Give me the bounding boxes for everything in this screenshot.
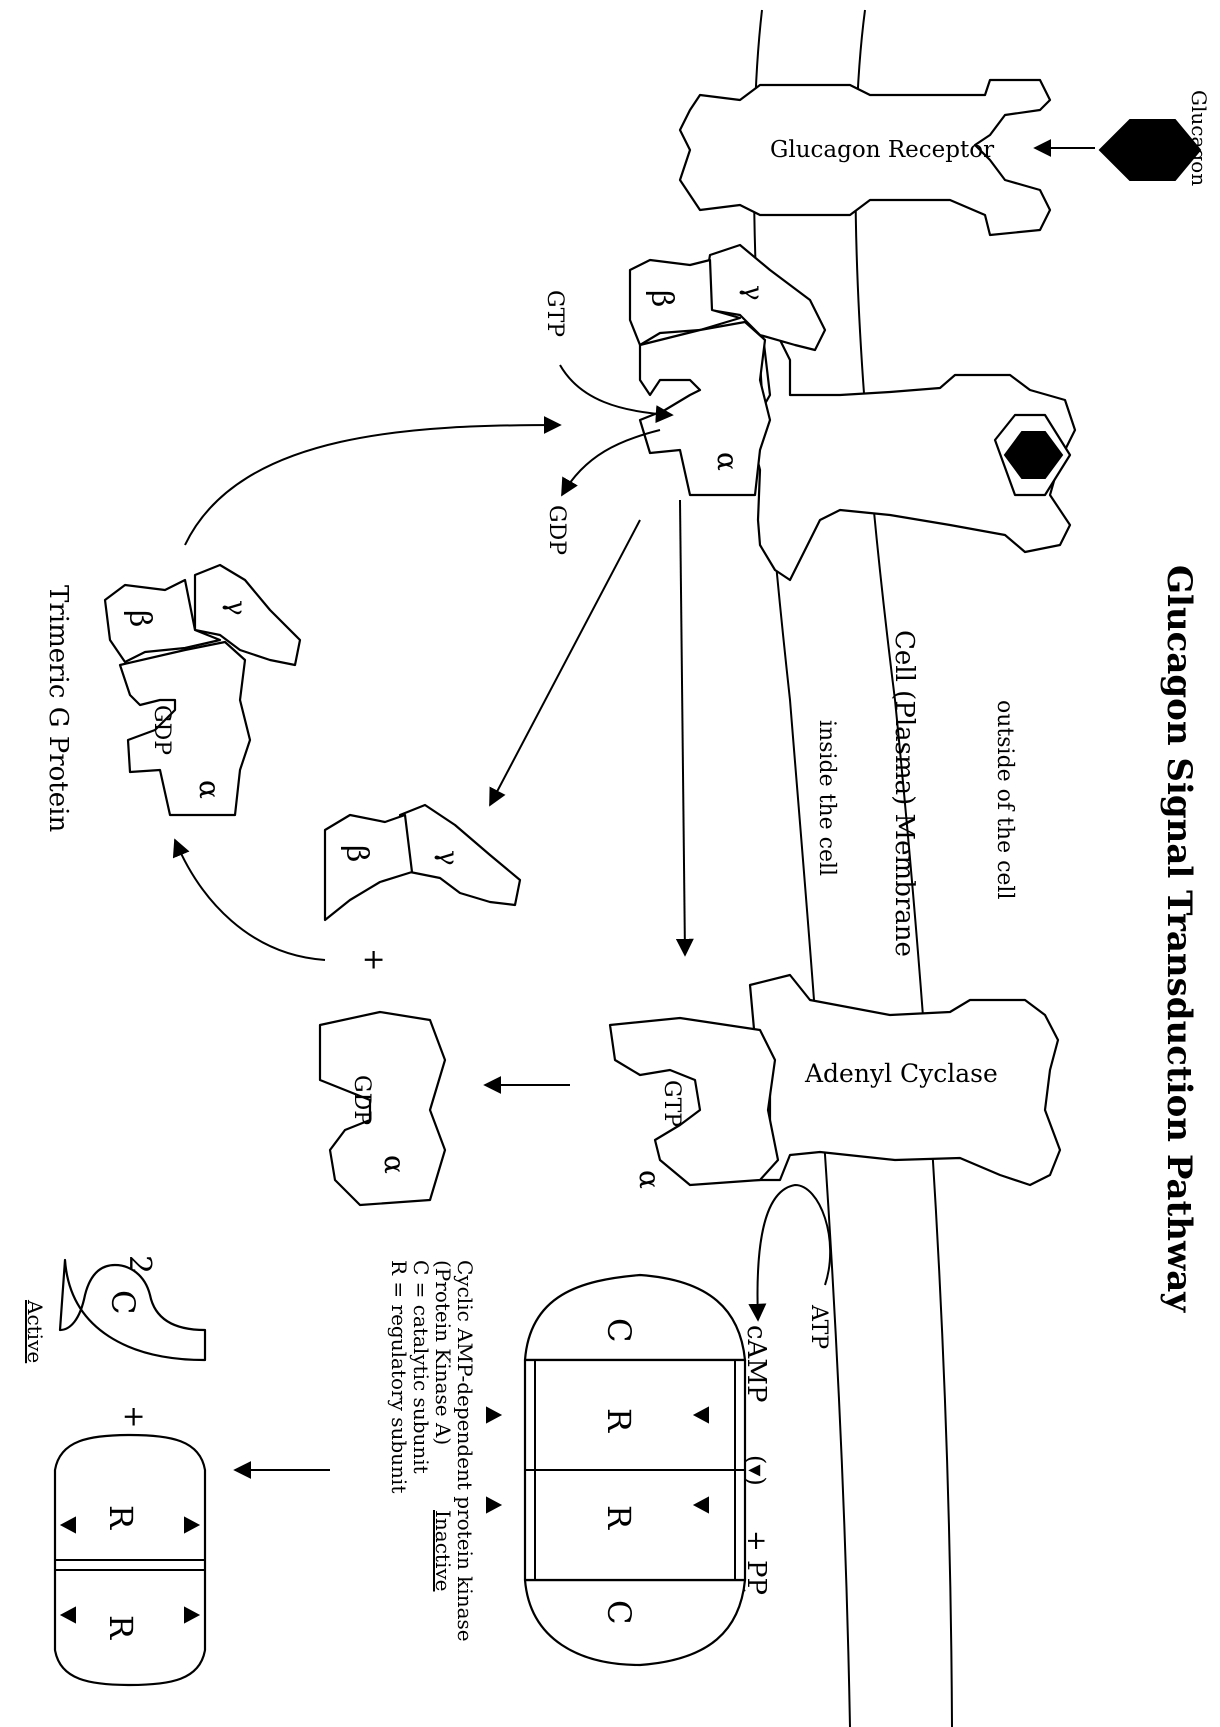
atp-conversion-arrow xyxy=(757,1185,830,1320)
trimeric-alpha-subunit xyxy=(120,642,250,815)
inside-cell-label: inside the cell xyxy=(814,720,839,876)
active-c-label: C xyxy=(104,1290,142,1314)
alpha-subunit xyxy=(640,322,770,495)
glucagon-receptor-top: Glucagon Receptor xyxy=(680,80,1050,235)
plus-sign-dimer: + xyxy=(358,948,391,971)
active-r-dimer: R R xyxy=(55,1435,205,1685)
active-r-upper-label: R xyxy=(102,1505,140,1530)
membrane-label: Cell (Plasma) Membrane xyxy=(889,630,919,957)
glucagon-receptor-label: Glucagon Receptor xyxy=(770,137,994,163)
gdp-label: GDP xyxy=(544,505,569,555)
trimeric-g-protein-label: Trimeric G Protein xyxy=(43,585,73,832)
inactive-pka-complex: C R R C xyxy=(487,1275,745,1665)
beta-label: β xyxy=(644,290,679,307)
recycle-arrow-top xyxy=(185,425,560,545)
active-label: Active xyxy=(23,1299,47,1363)
pka-description-line2: (Protein Kinase A) xyxy=(431,1260,455,1445)
pka-c-top-label: C xyxy=(600,1318,638,1342)
pka-r-lower-label: R xyxy=(600,1505,638,1530)
alpha-gtp-arrow xyxy=(680,500,685,955)
alpha-gdp-alpha-label: α xyxy=(378,1155,411,1174)
trimeric-g-protein: γ β GDP α xyxy=(105,565,300,815)
alpha-gtp-alpha-label: α xyxy=(633,1170,666,1189)
glucagon-label: Glucagon xyxy=(1187,90,1211,186)
beta-gamma-release-arrow xyxy=(490,520,640,805)
regulatory-subunit-def: R = regulatory subunit xyxy=(387,1260,411,1493)
beta-gamma-dimer: γ β xyxy=(325,805,520,920)
plus-sign-active: + xyxy=(118,1405,151,1428)
alpha-gdp-gdp-label: GDP xyxy=(349,1075,374,1125)
plasma-membrane xyxy=(754,10,952,1727)
camp-site-icon xyxy=(487,1408,500,1422)
adenyl-cyclase-label: Adenyl Cyclase xyxy=(804,1059,998,1088)
alpha-label: α xyxy=(711,452,744,471)
pka-r-upper-label: R xyxy=(600,1408,638,1433)
alpha-gtp-gtp-label: GTP xyxy=(659,1080,684,1127)
alpha-gdp: GDP α xyxy=(320,1012,445,1205)
bound-glucagon-receptor xyxy=(750,310,1075,580)
outside-cell-label: outside of the cell xyxy=(992,700,1017,900)
gamma-label: γ xyxy=(738,285,768,301)
gtp-label: GTP xyxy=(542,290,567,337)
adenyl-cyclase: Adenyl Cyclase xyxy=(740,975,1060,1185)
trimeric-gdp-label: GDP xyxy=(149,705,174,755)
dimer-gamma-label: γ xyxy=(433,850,463,866)
camp-site-icon xyxy=(487,1498,500,1512)
inactive-label: Inactive xyxy=(431,1510,455,1591)
catalytic-subunit-def: C = catalytic subunit xyxy=(409,1260,433,1474)
glucagon-hexagon-icon xyxy=(1100,120,1200,180)
dimer-beta-label: β xyxy=(339,845,374,862)
camp-symbol: (▾) xyxy=(742,1455,770,1486)
pka-description-line1: Cyclic AMP-dependent protein kinase xyxy=(453,1260,477,1642)
recycle-arrow-bottom xyxy=(175,840,325,960)
trimeric-gamma-label: γ xyxy=(221,600,251,616)
active-r-lower-label: R xyxy=(102,1615,140,1640)
atp-label: ATP xyxy=(806,1304,831,1349)
trimeric-beta-label: β xyxy=(122,610,157,627)
trimeric-alpha-label: α xyxy=(193,780,226,799)
pka-c-bottom-label: C xyxy=(600,1600,638,1624)
diagram-title: Glucagon Signal Transduction Pathway xyxy=(1159,565,1199,1313)
alpha-gtp-at-cyclase: GTP α xyxy=(610,1018,778,1189)
